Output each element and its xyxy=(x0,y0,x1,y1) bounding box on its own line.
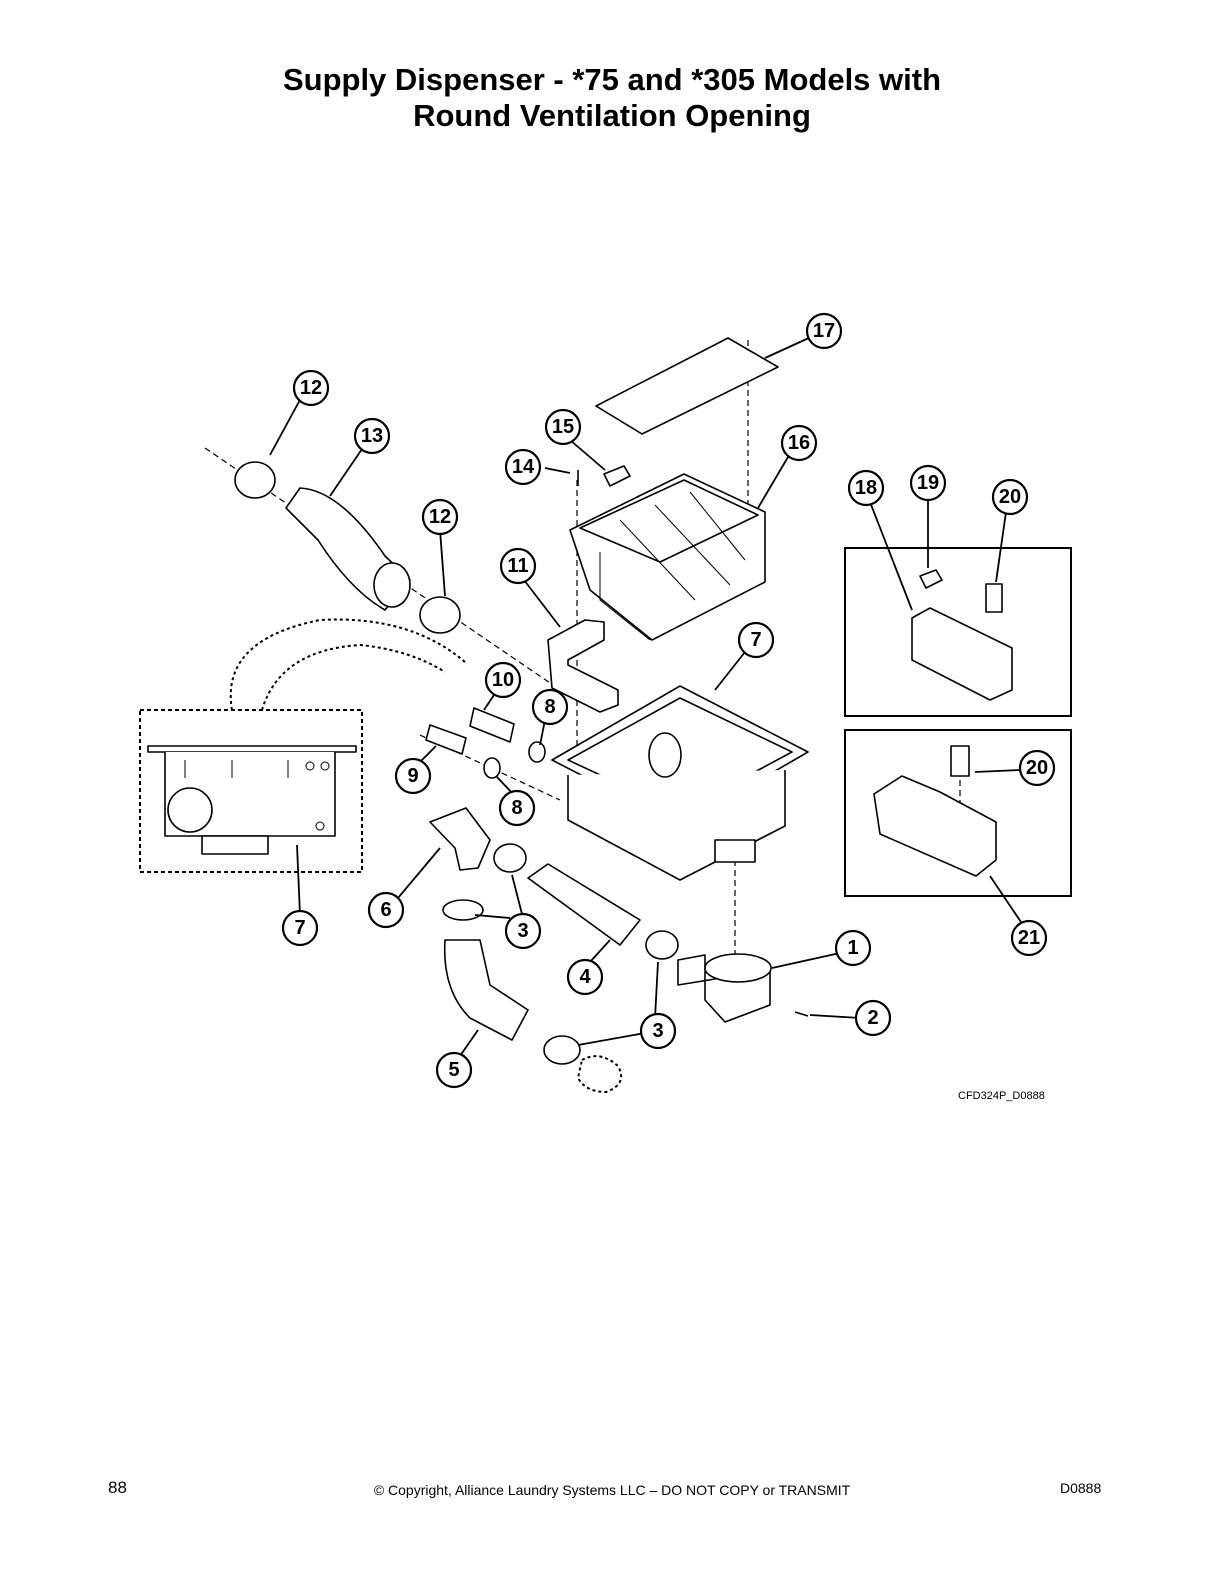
callout-label: 12 xyxy=(300,377,322,399)
main-housing-part xyxy=(551,685,809,881)
nozzle-part-10 xyxy=(469,707,515,743)
callout-label: 17 xyxy=(813,320,835,342)
callout-7: 7 xyxy=(281,909,319,947)
callout-14: 14 xyxy=(504,448,542,486)
page-number: 88 xyxy=(108,1478,127,1497)
callout-label: 3 xyxy=(652,1020,663,1042)
cap-part-15 xyxy=(603,465,631,487)
clamp-part-3a xyxy=(493,843,527,873)
callout-label: 8 xyxy=(544,696,555,718)
callout-label: 21 xyxy=(1018,927,1040,949)
callout-8: 8 xyxy=(498,789,536,827)
inset-bottom-right-frame xyxy=(844,729,1072,897)
clamp-part-3c xyxy=(645,930,679,960)
callout-label: 8 xyxy=(511,797,522,819)
callout-label: 3 xyxy=(517,920,528,942)
callout-label: 5 xyxy=(448,1059,459,1081)
callout-label: 15 xyxy=(552,416,574,438)
callout-9: 9 xyxy=(394,757,432,795)
drawing-code: CFD324P_D0888 xyxy=(958,1090,1045,1102)
callout-label: 7 xyxy=(294,917,305,939)
callout-1: 1 xyxy=(834,929,872,967)
tray-part-18 xyxy=(911,607,1013,701)
callout-11: 11 xyxy=(499,547,537,585)
callout-4: 4 xyxy=(566,958,604,996)
title-line-1: Supply Dispenser - *75 and *305 Models w… xyxy=(282,62,942,97)
nozzle-part-20a xyxy=(985,583,1003,613)
callout-label: 19 xyxy=(917,472,939,494)
clamp-part-3d xyxy=(543,1035,581,1065)
inset-top-right-frame xyxy=(844,547,1072,717)
callout-3: 3 xyxy=(639,1012,677,1050)
title-line-2: Round Ventilation Opening xyxy=(413,98,811,133)
callout-label: 20 xyxy=(1026,757,1048,779)
callout-15: 15 xyxy=(544,408,582,446)
upper-tray-part xyxy=(569,473,766,641)
screw-part-2 xyxy=(794,1011,809,1017)
inset-arrow-path-a xyxy=(229,618,466,711)
callout-12: 12 xyxy=(292,369,330,407)
hose-part-13 xyxy=(285,487,411,611)
washer-part-8a xyxy=(483,757,501,779)
callout-label: 9 xyxy=(407,765,418,787)
nozzle-part-9 xyxy=(425,724,467,755)
elbow-part-6 xyxy=(429,807,491,871)
tray-part-21 xyxy=(873,775,997,877)
leader-lines xyxy=(269,336,1024,1057)
page-title: Supply Dispenser - *75 and *305 Models w… xyxy=(0,62,1224,134)
cover-plate-part xyxy=(595,337,779,435)
callout-label: 2 xyxy=(867,1007,878,1029)
callout-label: 13 xyxy=(361,425,383,447)
cap-part-19 xyxy=(919,569,943,589)
bracket-part-11 xyxy=(547,619,619,713)
callout-6: 6 xyxy=(367,891,405,929)
clamp-part-12b xyxy=(419,596,461,634)
callout-label: 4 xyxy=(579,966,591,988)
callout-label: 10 xyxy=(492,669,514,691)
callout-10: 10 xyxy=(484,661,522,699)
callout-label: 12 xyxy=(429,506,451,528)
inset-arrow-path-b xyxy=(261,643,446,711)
callout-13: 13 xyxy=(353,417,391,455)
document-code: D0888 xyxy=(1060,1480,1102,1496)
elbow-hose-part-5 xyxy=(443,939,529,1041)
callout-label: 20 xyxy=(999,486,1021,508)
outlet-part-1 xyxy=(677,953,772,1023)
callout-17: 17 xyxy=(805,312,843,350)
clamp-part-3b xyxy=(442,899,484,921)
callout-18: 18 xyxy=(847,469,885,507)
callout-20: 20 xyxy=(1018,749,1056,787)
copyright-notice: © Copyright, Alliance Laundry Systems LL… xyxy=(373,1482,851,1498)
nozzle-part-20b xyxy=(950,745,970,777)
callout-12: 12 xyxy=(421,498,459,536)
callout-19: 19 xyxy=(909,464,947,502)
callout-label: 14 xyxy=(512,456,535,478)
callout-label: 1 xyxy=(847,937,858,959)
callout-20: 20 xyxy=(991,478,1029,516)
callout-2: 2 xyxy=(854,999,892,1037)
callout-label: 16 xyxy=(788,432,810,454)
hose-end-phantom xyxy=(576,1055,622,1094)
callout-label: 18 xyxy=(855,477,877,499)
tube-part-4 xyxy=(527,863,641,946)
callout-label: 11 xyxy=(507,555,528,577)
inset-front-view-part xyxy=(147,745,357,855)
clamp-part-12a xyxy=(234,461,276,499)
callout-3: 3 xyxy=(504,912,542,950)
callout-5: 5 xyxy=(435,1051,473,1089)
inset-front-view-frame xyxy=(139,709,363,873)
washer-part-8b xyxy=(528,741,546,763)
callout-label: 7 xyxy=(750,629,761,651)
callout-label: 6 xyxy=(380,899,391,921)
callout-8: 8 xyxy=(531,688,569,726)
callout-7: 7 xyxy=(737,621,775,659)
callout-21: 21 xyxy=(1010,919,1048,957)
callout-16: 16 xyxy=(780,424,818,462)
